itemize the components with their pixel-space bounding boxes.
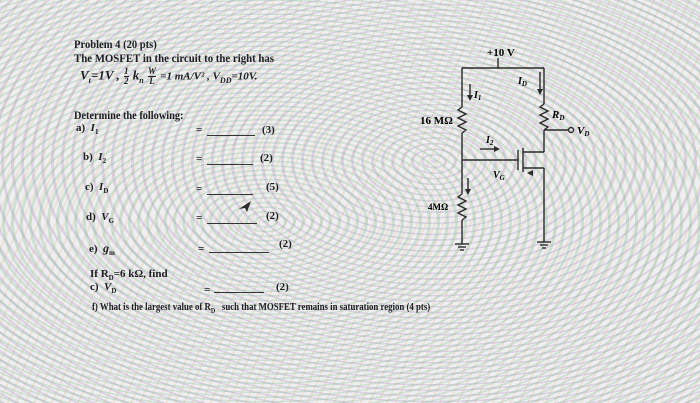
- item-e-label: e) gm: [89, 241, 115, 258]
- i2-arrow-head: [494, 146, 500, 152]
- item-c-points: (5): [266, 181, 279, 193]
- r2-label: 4MΩ: [428, 202, 448, 212]
- item-vd-equals: =: [204, 284, 211, 296]
- item-a-equals: =: [196, 124, 203, 136]
- problem-statement: The MOSFET in the circuit to the right h…: [74, 51, 275, 65]
- vg-label: VG: [493, 170, 505, 182]
- i2-label: I2: [485, 135, 494, 147]
- final-question: f) What is the largest value of RD such …: [92, 302, 431, 315]
- item-vd-label: c) VD: [90, 281, 117, 296]
- item-d-answer-line[interactable]: [207, 223, 257, 224]
- vd-label: VD: [577, 125, 589, 138]
- vd-terminal: [567, 126, 575, 134]
- source-arrow-head: [527, 170, 533, 176]
- i-r2-arrow-head: [465, 189, 471, 195]
- r1-resistor: [456, 106, 468, 134]
- item-a-label: a) I1: [76, 122, 99, 137]
- item-e-answer-line[interactable]: [209, 252, 269, 253]
- item-e-equals: =: [198, 243, 205, 255]
- item-b-points: (2): [260, 152, 273, 164]
- i1-label: I1: [473, 90, 481, 102]
- id-arrow-head: [537, 89, 543, 95]
- item-d-points: (2): [266, 210, 279, 222]
- item-a-points: (3): [262, 124, 275, 136]
- item-vd-points: (2): [276, 281, 289, 293]
- id-label: ID: [517, 76, 527, 88]
- item-vd-answer-line[interactable]: [214, 292, 264, 293]
- item-d-label: d) VG: [86, 211, 115, 226]
- item-b-answer-line[interactable]: [207, 164, 253, 165]
- determine-label: Determine the following:: [74, 108, 184, 122]
- r1-label: 16 MΩ: [420, 115, 453, 127]
- if-rd-statement: If RD=6 kΩ, find: [90, 268, 168, 283]
- rd-label: RD: [551, 109, 564, 122]
- rd-resistor: [538, 103, 550, 131]
- mouse-cursor-icon: [239, 201, 251, 212]
- item-b-label: b) I2: [83, 151, 107, 166]
- i1-arrow-head: [467, 95, 473, 101]
- item-c-label: c) ID: [85, 181, 109, 196]
- vsupply-label: +10 V: [487, 47, 515, 59]
- item-c-equals: =: [196, 183, 203, 195]
- parameter-line: Vt=1V , 1 2 kn W L =1 mA/V² , VDD=10V.: [80, 66, 258, 86]
- item-a-answer-line[interactable]: [207, 135, 255, 136]
- item-b-equals: =: [196, 153, 203, 165]
- item-e-points: (2): [279, 238, 292, 250]
- item-c-answer-line[interactable]: [207, 194, 253, 195]
- item-d-equals: =: [196, 212, 203, 224]
- r2-resistor: [456, 193, 468, 221]
- problem-title: Problem 4 (20 pts): [74, 37, 157, 51]
